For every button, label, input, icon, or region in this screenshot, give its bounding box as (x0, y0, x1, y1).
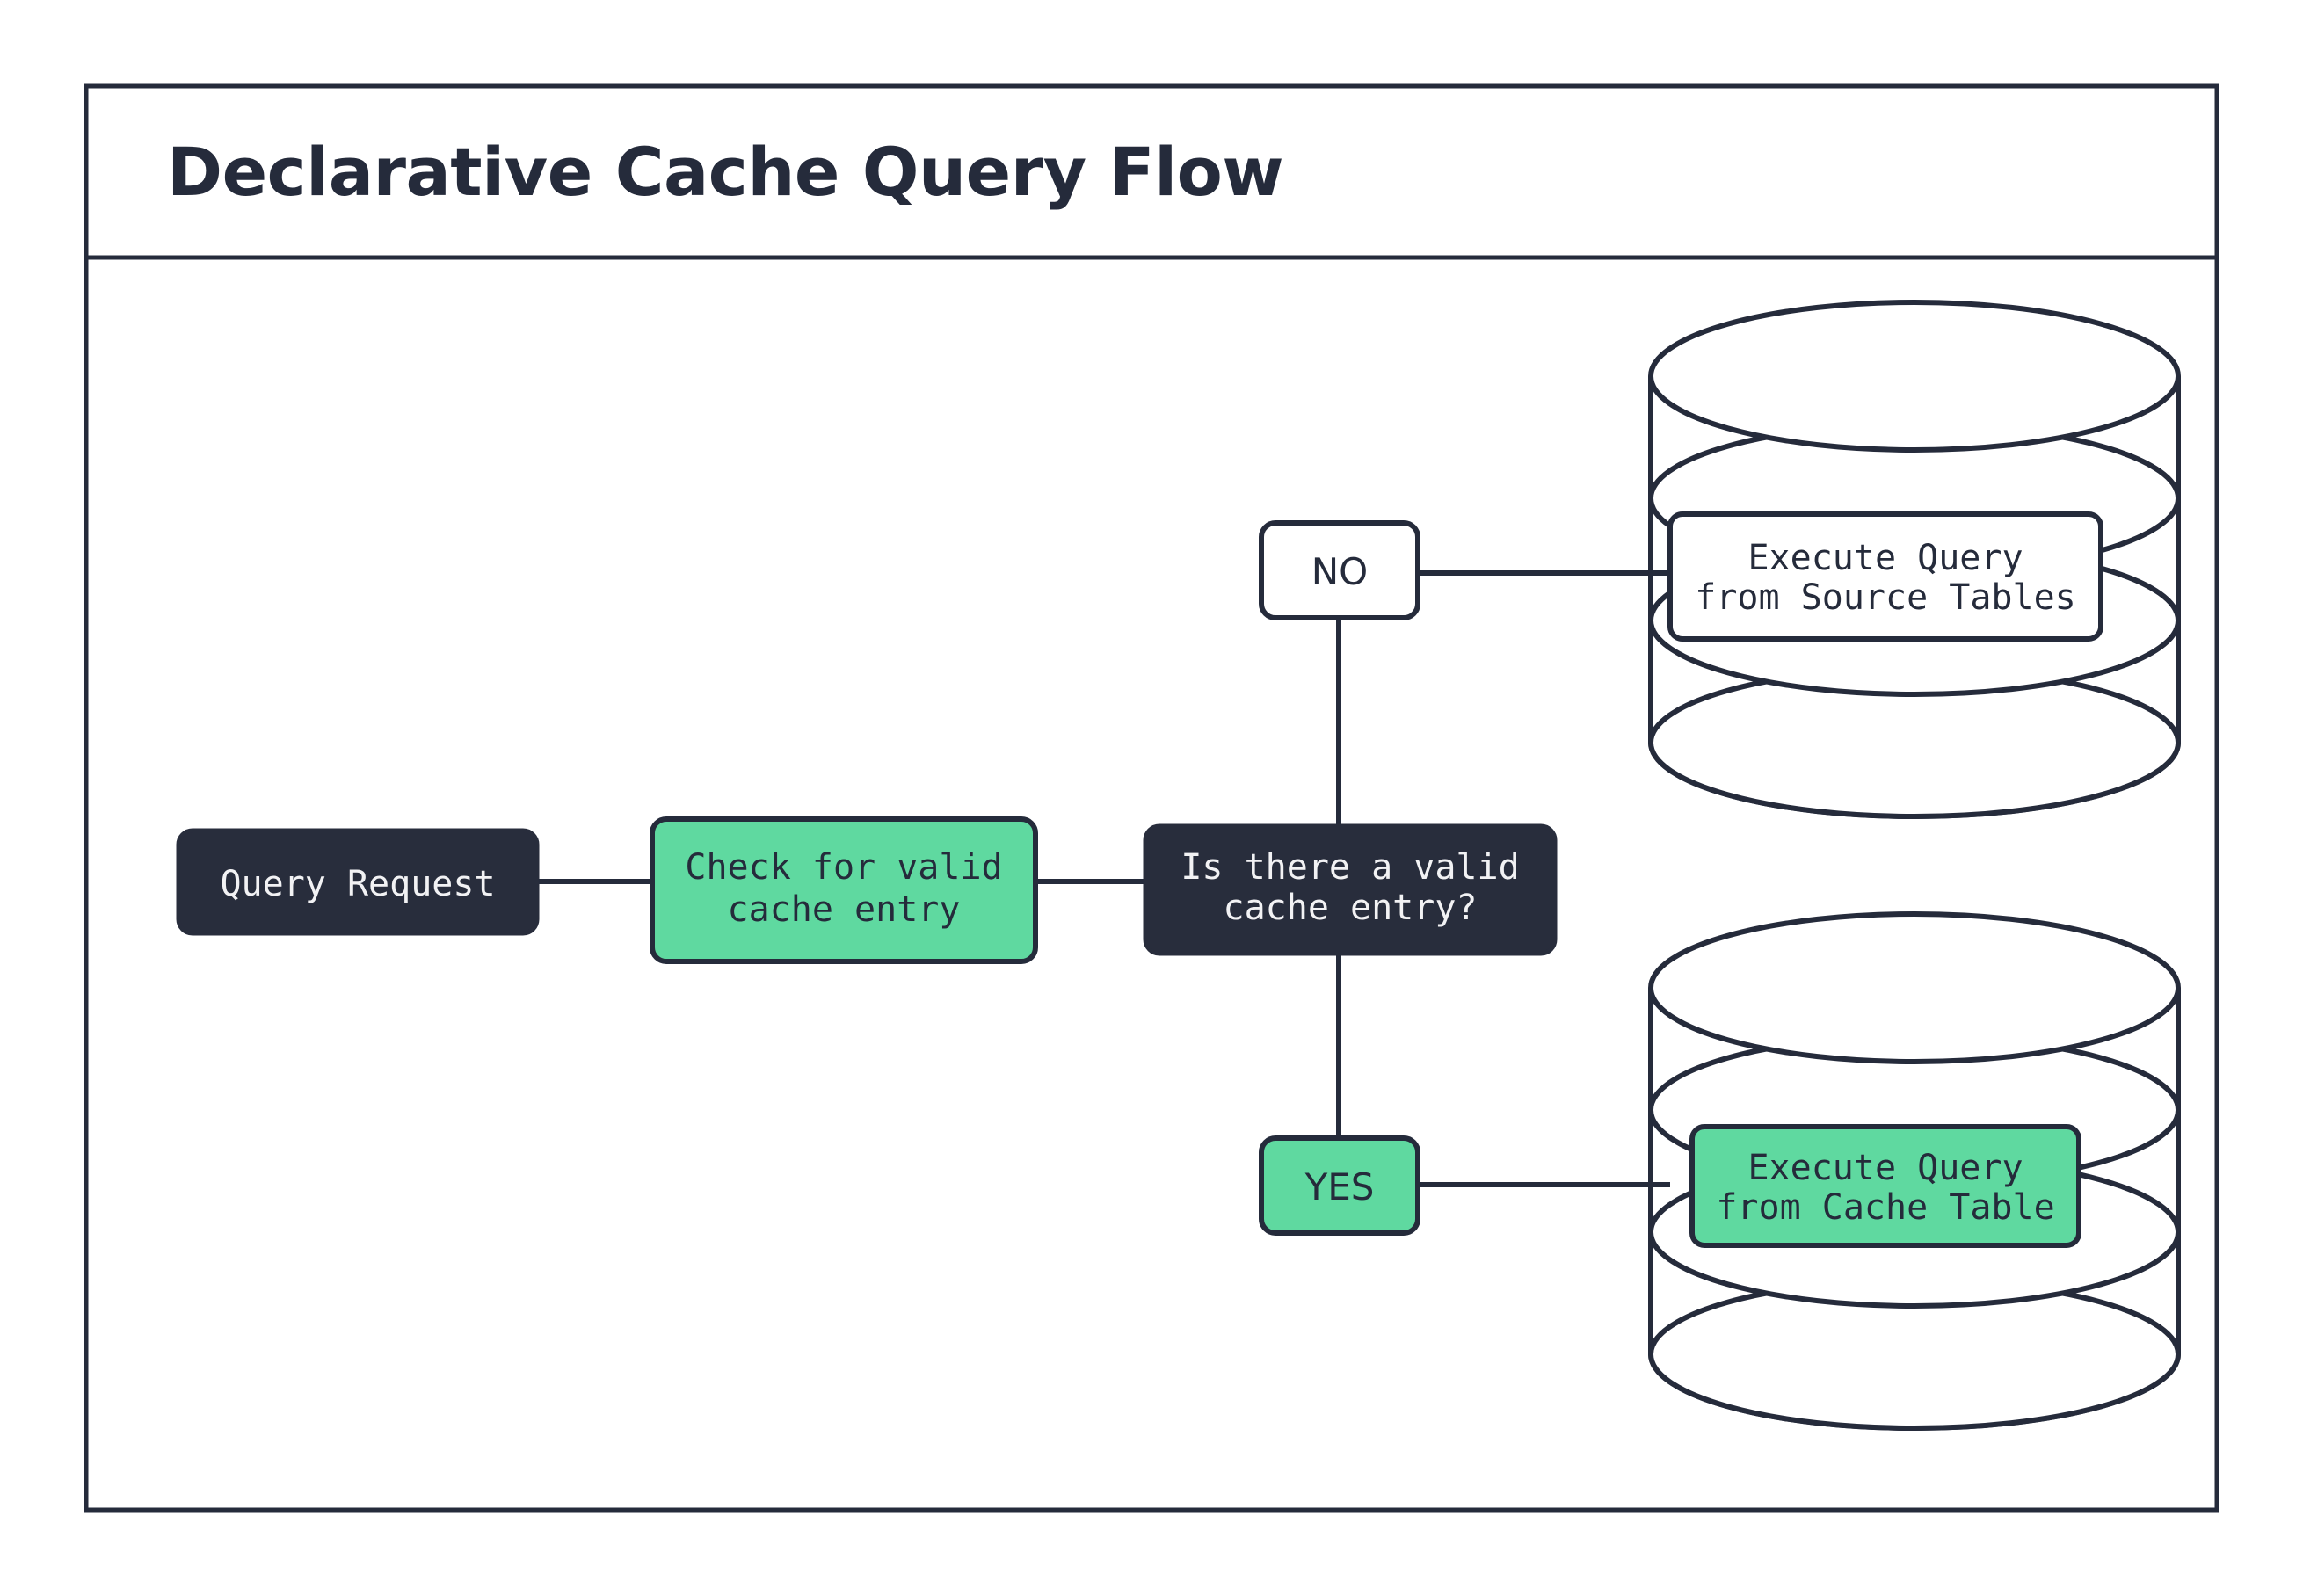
page-title: Declarative Cache Query Flow (167, 133, 1283, 211)
outer-frame (84, 83, 2219, 1513)
execute-source-line-2: from Source Tables (1695, 577, 2075, 618)
branch-no-label: NO (1311, 550, 1368, 593)
branch-no-box[interactable] (1259, 520, 1420, 620)
source-db-disk-top (1648, 300, 2181, 453)
check-cache-line-1: Check for valid (685, 847, 1002, 888)
execute-cache-box[interactable] (1689, 1124, 2081, 1248)
decision-valid-cache-node[interactable]: Is there a valid cache entry? (1143, 823, 1558, 956)
branch-yes-node[interactable]: YES (1259, 1135, 1420, 1236)
execute-source-line-1: Execute Query (1747, 538, 2023, 578)
execute-cache-line-1: Execute Query (1747, 1148, 2023, 1188)
execute-cache-line-2: from Cache Table (1716, 1187, 2054, 1228)
execute-source-node[interactable]: Execute Query from Source Tables (1667, 511, 2103, 642)
query-request-box[interactable] (176, 828, 540, 936)
query-request-label: Query Request (220, 864, 495, 904)
decision-valid-cache-box[interactable] (1143, 823, 1558, 956)
branch-yes-label: YES (1304, 1165, 1375, 1208)
decision-line-2: cache entry? (1224, 888, 1478, 928)
check-cache-box[interactable] (650, 816, 1038, 964)
check-cache-line-2: cache entry (728, 889, 961, 930)
branch-no-node[interactable]: NO (1259, 520, 1420, 620)
query-request-node[interactable]: Query Request (176, 828, 540, 936)
execute-cache-node[interactable]: Execute Query from Cache Table (1689, 1124, 2081, 1248)
decision-line-1: Is there a valid (1181, 847, 1519, 888)
cache-db-disk-top (1648, 911, 2181, 1064)
execute-source-box[interactable] (1667, 511, 2103, 642)
branch-yes-box[interactable] (1259, 1135, 1420, 1236)
check-cache-node[interactable]: Check for valid cache entry (650, 816, 1038, 964)
